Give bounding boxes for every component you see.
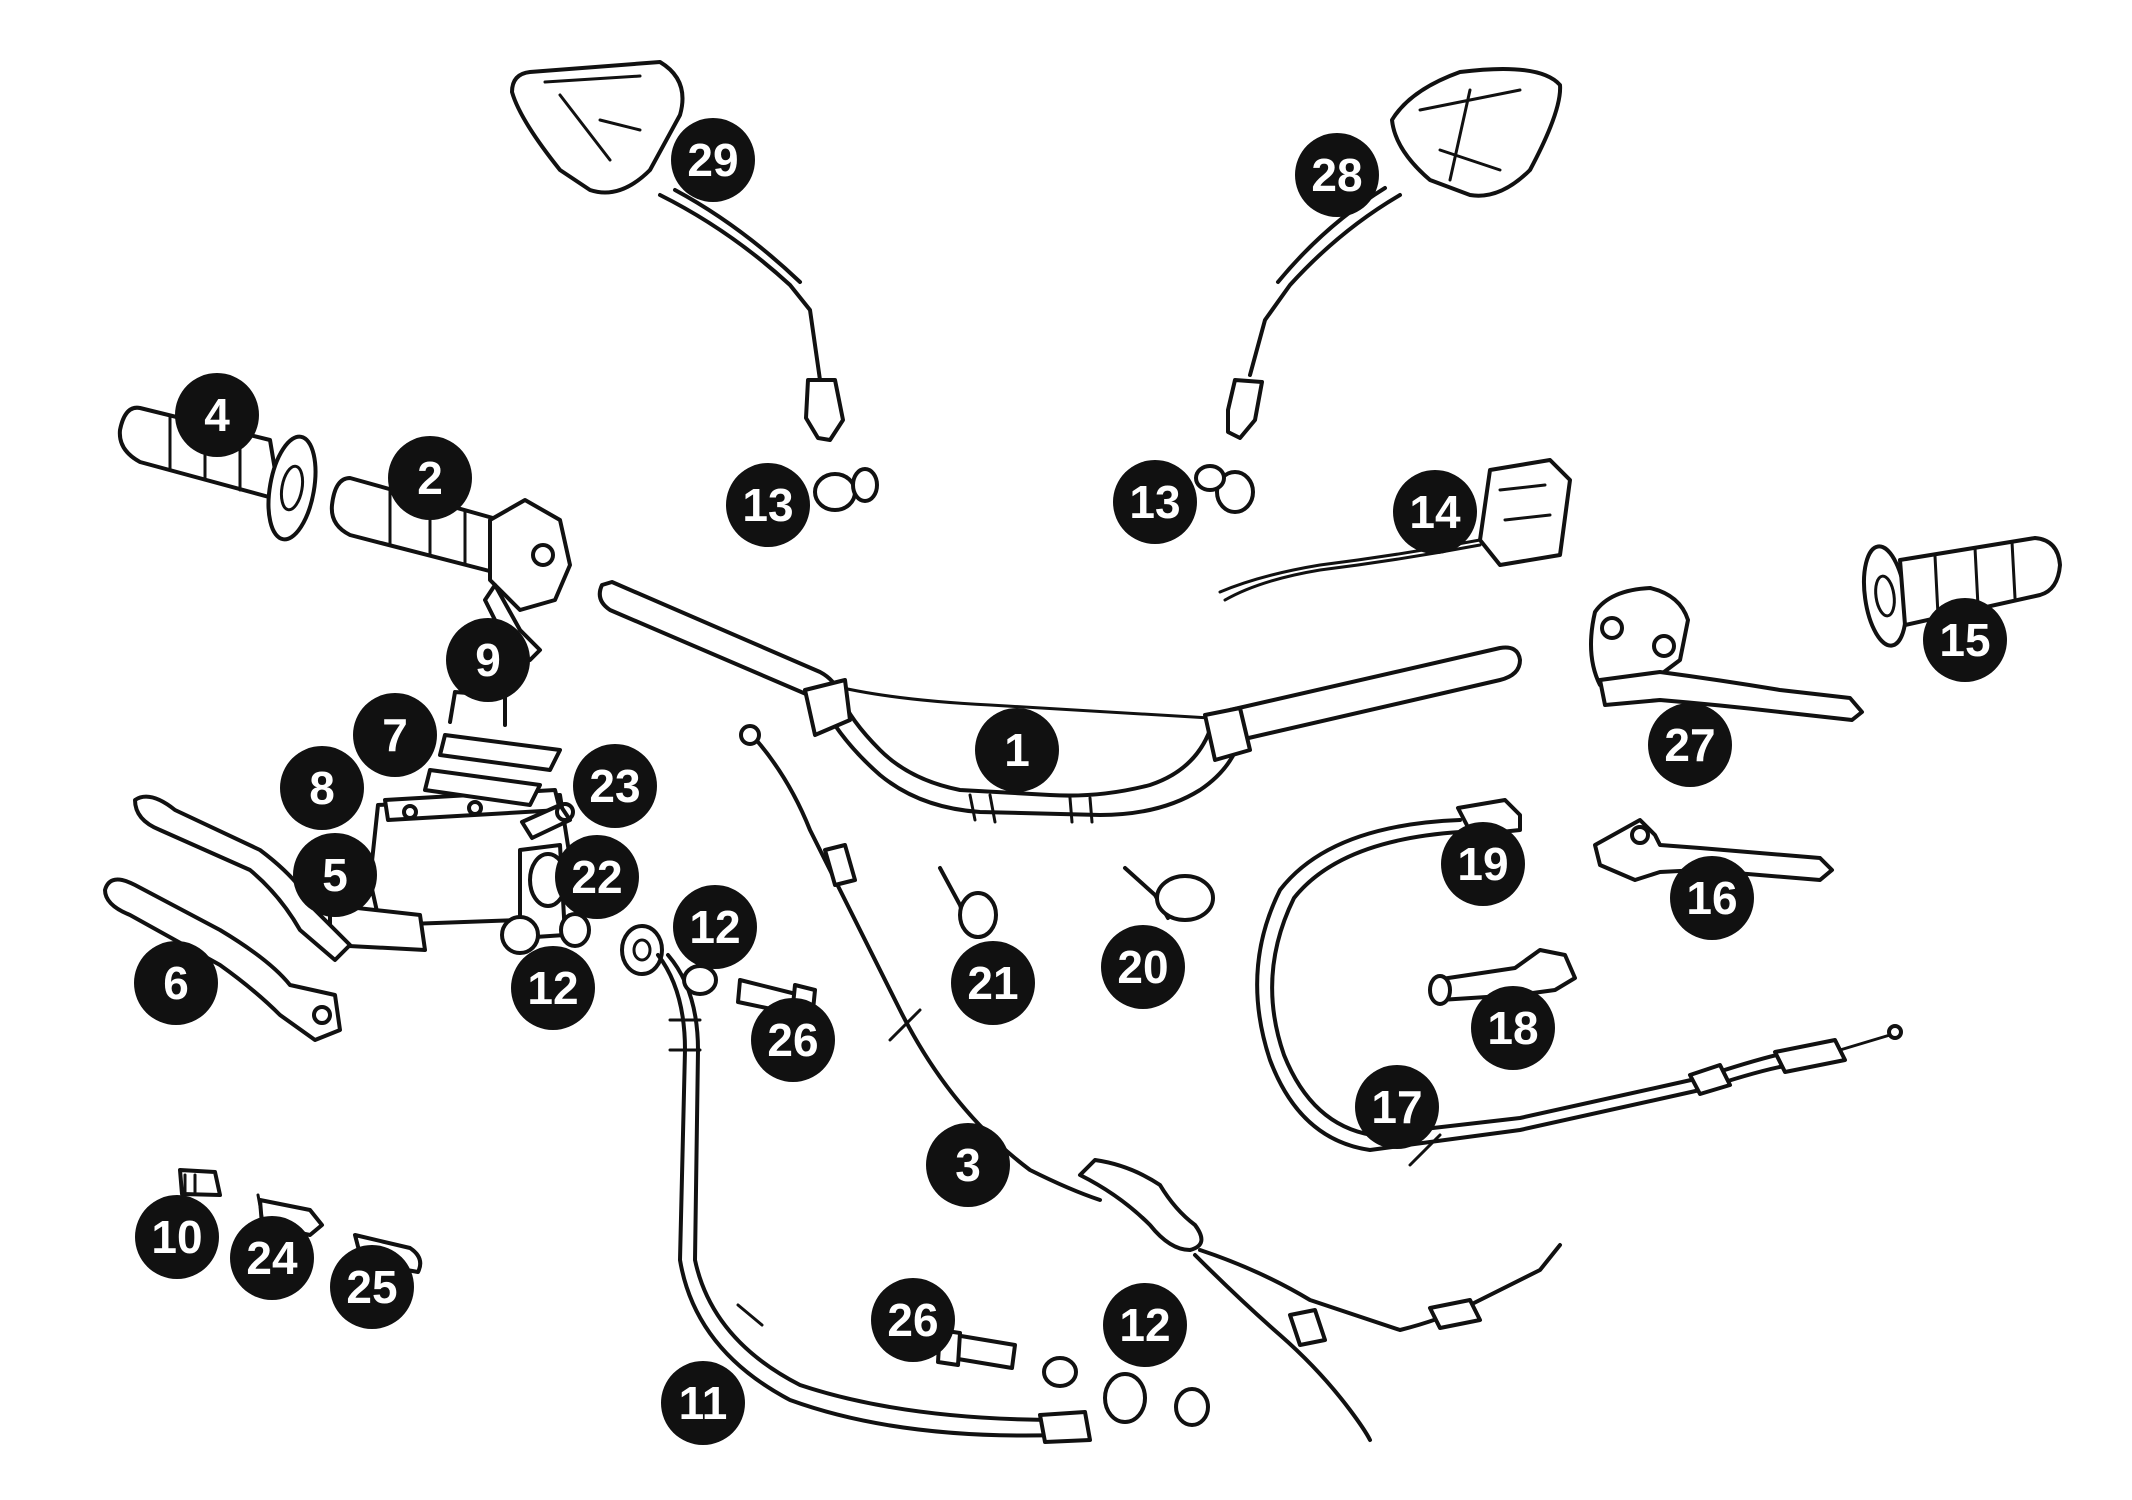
callout: 25	[330, 1245, 414, 1329]
callout: 26	[751, 998, 835, 1082]
callout: 4	[175, 373, 259, 457]
svg-text:4: 4	[204, 389, 230, 441]
svg-text:13: 13	[742, 479, 793, 531]
svg-text:27: 27	[1664, 719, 1715, 771]
switch-14	[1218, 458, 1572, 602]
callout: 12	[1103, 1283, 1187, 1367]
brake-hose-11	[620, 924, 1147, 1444]
svg-text:26: 26	[887, 1294, 938, 1346]
svg-text:16: 16	[1686, 872, 1737, 924]
callout: 19	[1441, 822, 1525, 906]
callout: 8	[280, 746, 364, 830]
clip-21	[938, 866, 998, 939]
svg-text:6: 6	[163, 957, 189, 1009]
clutch-lever-6	[103, 877, 342, 1042]
mirror-right	[1226, 67, 1563, 440]
callout: 26	[871, 1278, 955, 1362]
svg-text:2: 2	[417, 452, 443, 504]
svg-text:1: 1	[1004, 724, 1030, 776]
grip-right	[1862, 536, 2062, 648]
svg-text:12: 12	[1119, 1299, 1170, 1351]
svg-text:9: 9	[475, 634, 501, 686]
clamp-left-13	[813, 467, 879, 512]
svg-text:15: 15	[1939, 614, 1990, 666]
callout: 20	[1101, 925, 1185, 1009]
mirror-left	[510, 60, 845, 442]
svg-text:23: 23	[589, 760, 640, 812]
clamp-right-13	[1194, 464, 1255, 514]
clip-20	[1123, 866, 1215, 922]
clutch-perch-27	[1589, 586, 1864, 722]
handlebar	[597, 580, 1522, 824]
callout: 10	[135, 1195, 219, 1279]
svg-text:17: 17	[1371, 1081, 1422, 1133]
callout: 5	[293, 833, 377, 917]
callout: 15	[1923, 598, 2007, 682]
callout: 27	[1648, 703, 1732, 787]
fitting-23	[520, 802, 575, 840]
callout: 6	[134, 941, 218, 1025]
callout: 2	[388, 436, 472, 520]
svg-text:25: 25	[346, 1261, 397, 1313]
svg-text:18: 18	[1487, 1002, 1538, 1054]
callout: 7	[353, 693, 437, 777]
svg-text:28: 28	[1311, 149, 1362, 201]
callout: 14	[1393, 470, 1477, 554]
grip-left	[117, 405, 318, 542]
part-10	[178, 1168, 222, 1197]
callout: 9	[446, 618, 530, 702]
callout: 12	[673, 885, 757, 969]
svg-text:3: 3	[955, 1139, 981, 1191]
svg-text:26: 26	[767, 1014, 818, 1066]
svg-text:12: 12	[527, 962, 578, 1014]
callout: 16	[1670, 856, 1754, 940]
callout: 12	[511, 946, 595, 1030]
svg-text:19: 19	[1457, 838, 1508, 890]
svg-text:8: 8	[309, 762, 335, 814]
callout: 21	[951, 941, 1035, 1025]
callout: 18	[1471, 986, 1555, 1070]
callout: 13	[726, 463, 810, 547]
svg-text:13: 13	[1129, 476, 1180, 528]
callout: 13	[1113, 460, 1197, 544]
callout: 23	[573, 744, 657, 828]
svg-text:14: 14	[1409, 486, 1461, 538]
svg-text:22: 22	[571, 851, 622, 903]
callout: 3	[926, 1123, 1010, 1207]
lever-16	[1593, 818, 1834, 882]
callout: 17	[1355, 1065, 1439, 1149]
clutch-cable-17	[1255, 798, 1903, 1167]
callout: 22	[555, 835, 639, 919]
svg-text:12: 12	[689, 901, 740, 953]
callout: 29	[671, 118, 755, 202]
svg-text:10: 10	[151, 1211, 202, 1263]
svg-text:29: 29	[687, 134, 738, 186]
callout: 11	[661, 1361, 745, 1445]
callout: 28	[1295, 133, 1379, 217]
svg-text:24: 24	[246, 1232, 298, 1284]
washer-12-b	[1042, 1356, 1078, 1388]
svg-text:11: 11	[679, 1377, 728, 1429]
reservoir-parts	[423, 690, 562, 807]
throttle-cable-3	[739, 724, 1562, 1442]
callout: 1	[975, 708, 1059, 792]
washer-12-c	[1174, 1387, 1210, 1427]
svg-text:20: 20	[1117, 941, 1168, 993]
svg-text:5: 5	[322, 849, 348, 901]
callout: 24	[230, 1216, 314, 1300]
brake-lever-5	[133, 794, 352, 962]
washer-22	[559, 912, 591, 948]
svg-text:21: 21	[967, 957, 1018, 1009]
svg-text:7: 7	[382, 709, 408, 761]
part-18	[1428, 948, 1577, 1006]
washer-12-a	[682, 964, 718, 996]
